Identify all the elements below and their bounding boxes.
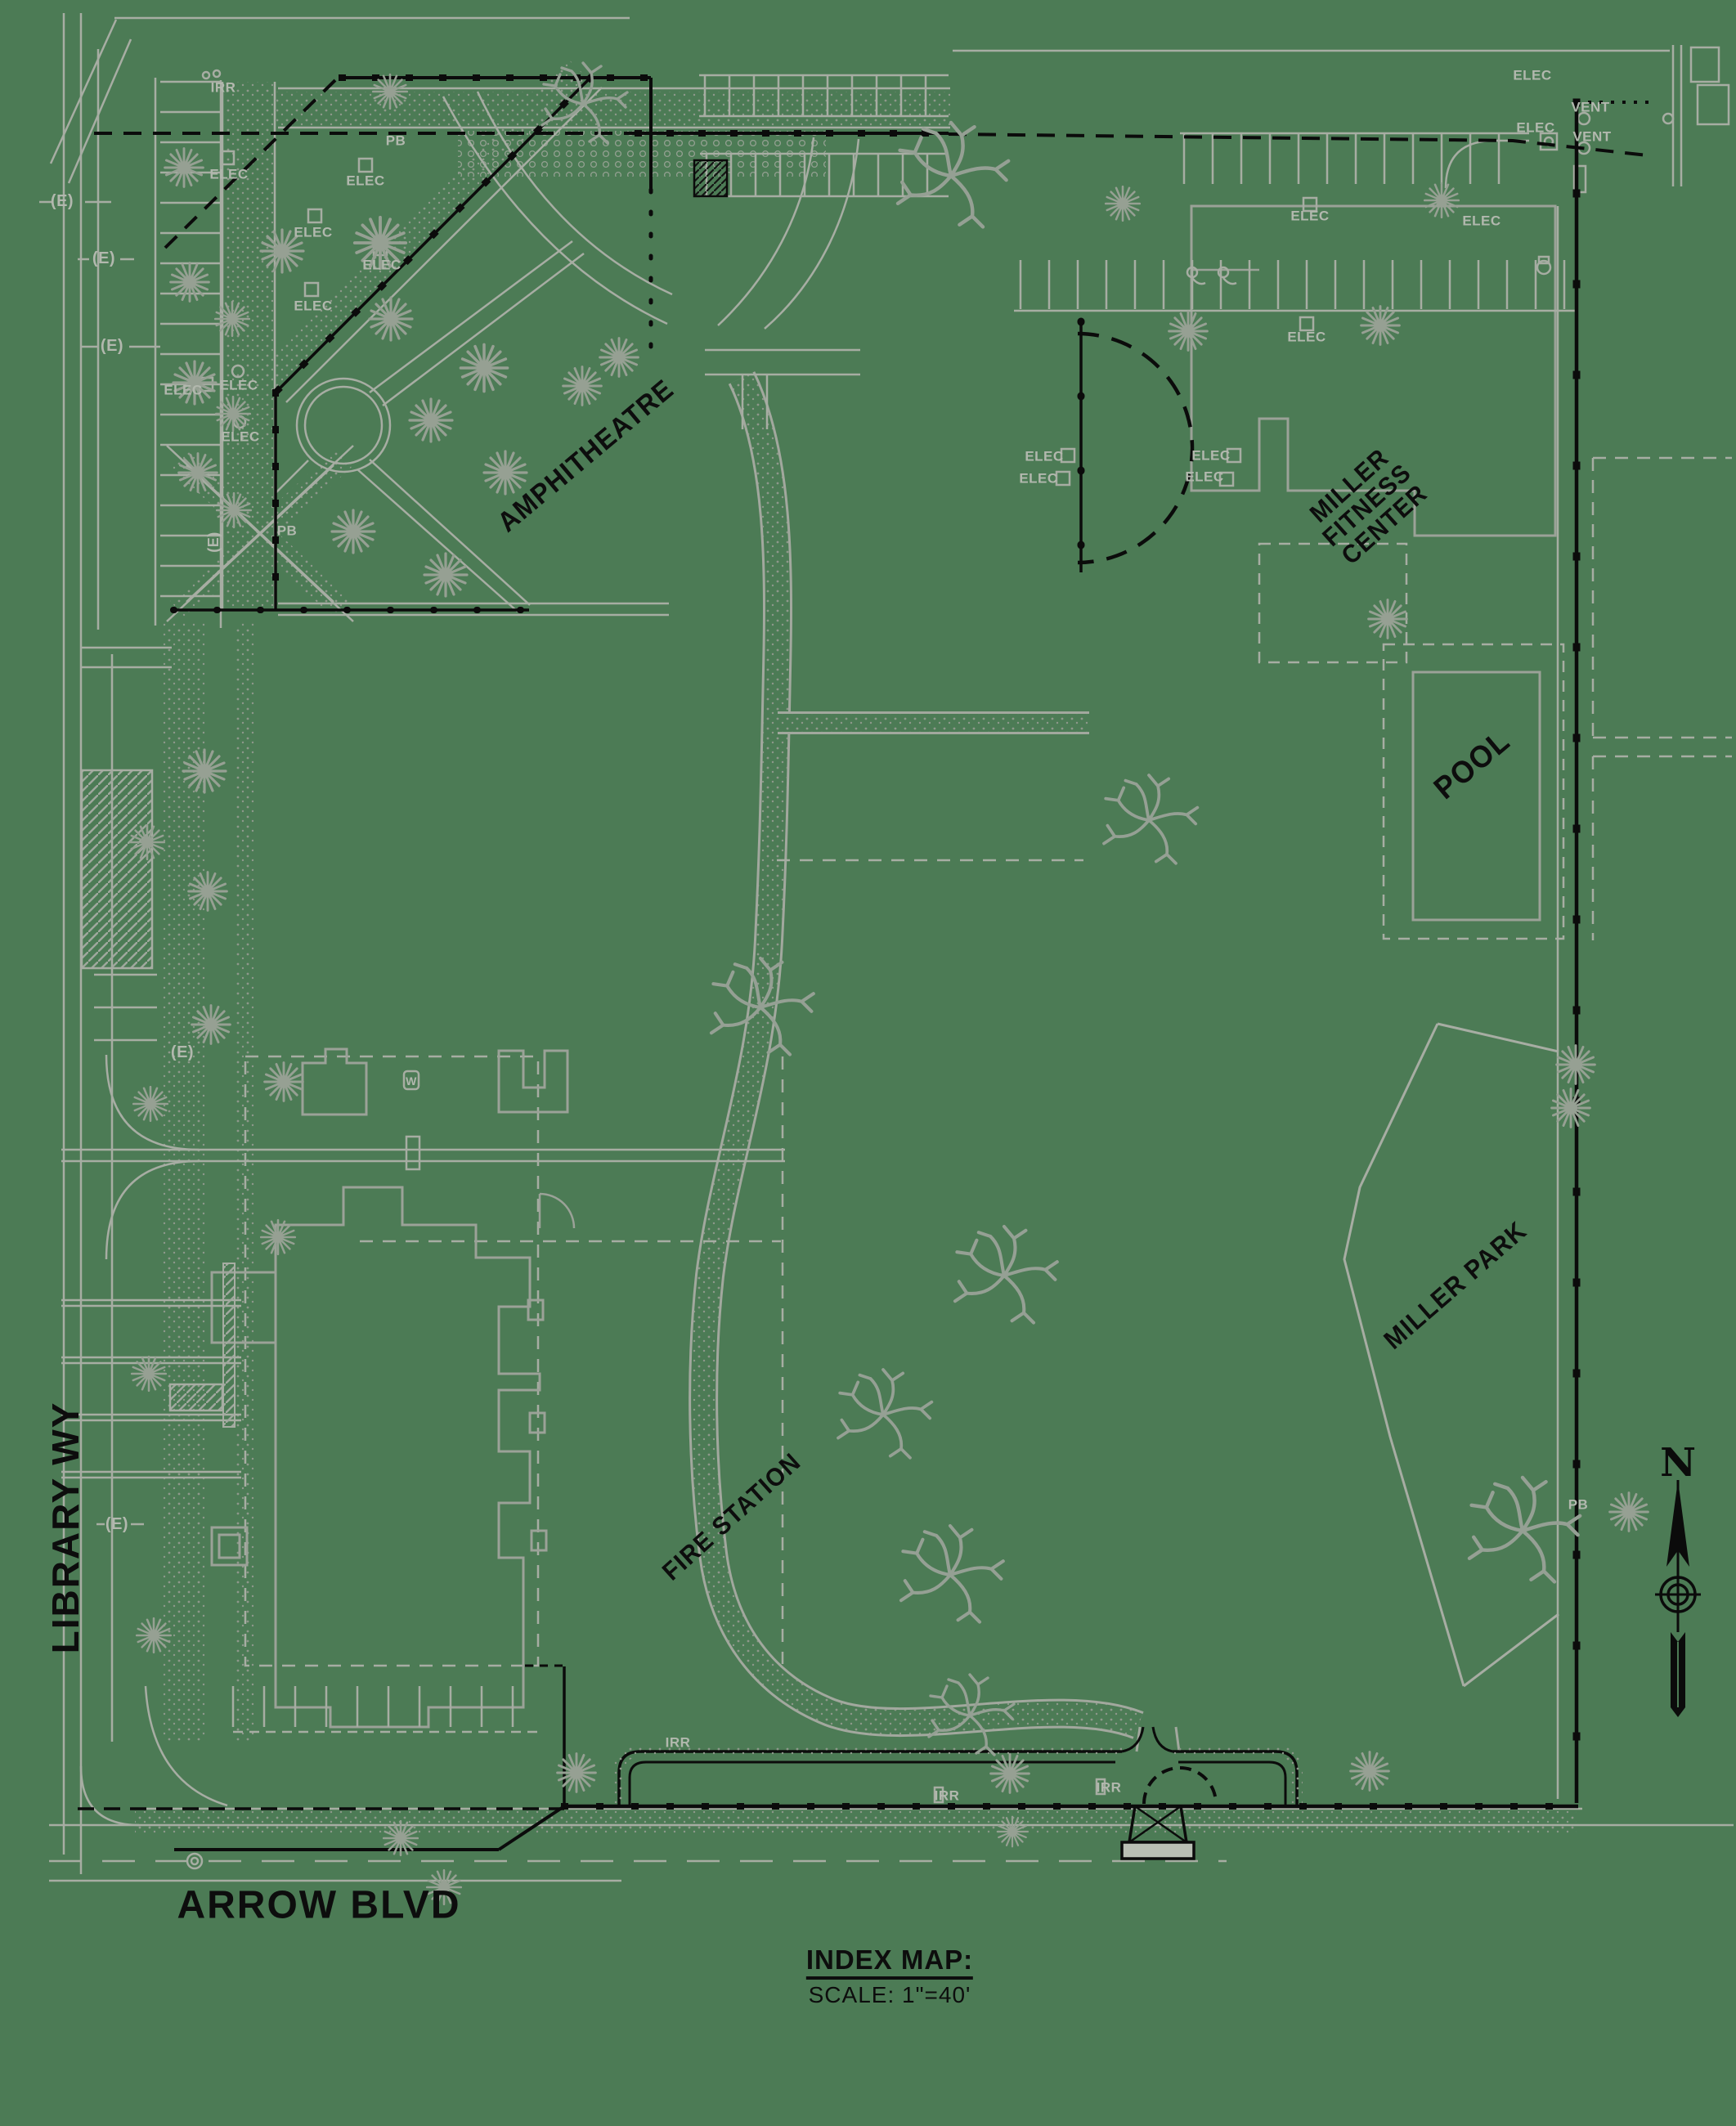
tree-icon	[263, 1061, 304, 1102]
tree-icon	[1608, 1491, 1649, 1532]
amphitheatre-linework	[166, 82, 673, 622]
tree-icon	[330, 509, 376, 554]
tree-icon	[213, 300, 251, 338]
tree-icon	[128, 823, 166, 861]
planting-texture	[135, 58, 1577, 1836]
tree-icon	[368, 296, 414, 342]
tree-icon	[1349, 1751, 1390, 1792]
tree-icon	[259, 1218, 297, 1256]
tree-icon	[556, 1752, 597, 1793]
street-linework	[39, 13, 1734, 1882]
tree-icon	[132, 1085, 169, 1123]
walking-paths	[689, 371, 1181, 1752]
tree-icon	[182, 748, 227, 794]
tree-icon	[1555, 1044, 1596, 1085]
tree-icon	[837, 1368, 934, 1460]
tree-icon	[130, 1355, 168, 1393]
fitness-center-linework	[360, 137, 1732, 1243]
tree-icon	[135, 1617, 173, 1654]
tree-icon	[164, 147, 204, 188]
tree-icon	[901, 1526, 1003, 1622]
tree-icon	[371, 73, 409, 110]
tree-icon	[1104, 185, 1142, 222]
tree-icon	[425, 1868, 463, 1906]
tree-icon	[214, 395, 252, 433]
tree-icon	[599, 337, 639, 378]
north-arrow-icon	[1655, 1480, 1701, 1717]
tree-icon	[215, 491, 253, 529]
tree-icon	[1168, 311, 1209, 352]
tree-icon	[259, 228, 305, 274]
tree-icon	[955, 1227, 1057, 1323]
tree-icon	[898, 123, 1008, 227]
utility-structures	[198, 45, 1730, 1804]
vegetation	[128, 61, 1649, 1906]
fire-station-linework	[61, 769, 784, 1734]
tree-icon	[1469, 1478, 1580, 1581]
tree-icon	[191, 1004, 231, 1045]
tree-icon	[187, 871, 228, 912]
tree-icon	[1360, 305, 1401, 346]
tree-icon	[1102, 774, 1200, 865]
tree-icon	[172, 360, 218, 406]
tree-icon	[482, 450, 528, 496]
tree-icon	[989, 1753, 1030, 1794]
tree-icon	[177, 452, 218, 493]
tree-icon	[352, 215, 408, 271]
tree-icon	[459, 343, 509, 393]
tree-icon	[382, 1819, 419, 1857]
tree-icon	[1423, 182, 1460, 219]
tree-icon	[169, 262, 210, 303]
tree-icon	[1550, 1088, 1591, 1128]
tree-icon	[1367, 599, 1408, 639]
tree-icon	[408, 397, 454, 443]
miller-park-linework	[1343, 206, 1559, 1799]
tree-icon	[423, 552, 469, 598]
tree-icon	[562, 366, 603, 406]
tree-icon	[996, 1815, 1029, 1848]
